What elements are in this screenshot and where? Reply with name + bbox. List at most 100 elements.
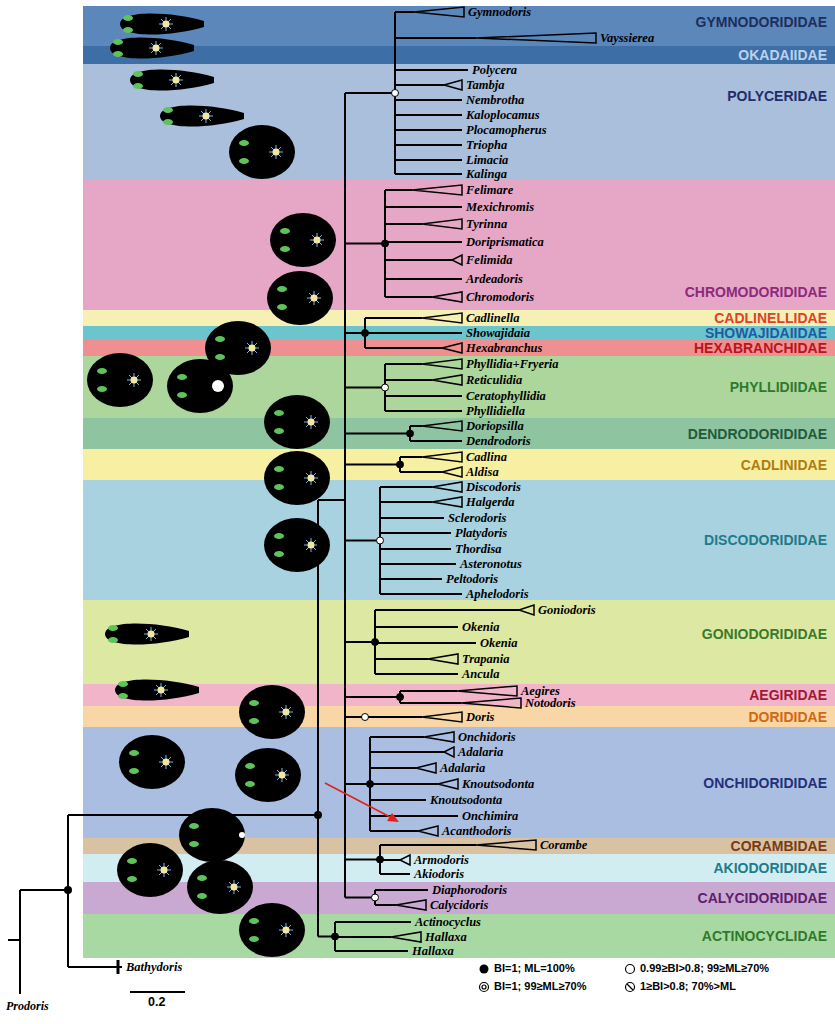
family-name: ACTINOCYCLIDAE (702, 929, 827, 943)
tree-branch (20, 889, 68, 891)
tree-branch (370, 783, 438, 785)
family-name: DORIDIDAE (748, 710, 827, 724)
tree-branch (344, 93, 346, 898)
rhinophore (239, 140, 249, 146)
genus-name: Knoutsodonta (430, 793, 502, 807)
genus-name: Doriopsilla (466, 419, 524, 433)
rhinophore (280, 228, 290, 234)
rhinophore (133, 71, 143, 77)
tree-branch (335, 950, 408, 952)
genus-name: Onchidoris (458, 730, 516, 744)
collapsed-clade (422, 452, 462, 462)
tree-branch (370, 751, 444, 753)
tree-branch (375, 658, 428, 660)
slug-silhouette (239, 685, 305, 739)
genus-name: Okenia (462, 620, 500, 634)
genus-name: Felimida (466, 253, 513, 267)
genus-name: Sclerodoris (448, 511, 506, 525)
rhinophore (127, 858, 137, 864)
tree-branch (345, 92, 395, 94)
genus-name: Felimare (466, 183, 513, 197)
slug-silhouette (115, 679, 199, 700)
rhinophore (274, 410, 284, 416)
slug-silhouette (179, 808, 245, 862)
support-symbol (397, 694, 404, 701)
family-name: GYMNODORIDIDAE (696, 15, 827, 29)
rhinophore (113, 51, 123, 57)
rhinophore (123, 27, 133, 33)
slug-silhouette (264, 395, 330, 449)
slug-silhouette (120, 13, 204, 34)
family-band: CADLINIDAE (83, 449, 835, 480)
slug-silhouette (87, 353, 153, 407)
gill-centre (283, 709, 290, 716)
tree-branch (375, 642, 476, 644)
tree-branch (395, 11, 414, 13)
gill-centre (231, 884, 238, 891)
collapsed-clade (442, 467, 462, 477)
pointer-arrowhead (387, 813, 399, 822)
tree-branch (395, 144, 462, 146)
rhinophore (274, 466, 284, 472)
outgroup-name: Prodoris (6, 999, 49, 1013)
tree-branch (385, 259, 452, 261)
tree-branch (375, 904, 396, 906)
genus-name: Cadlinella (466, 311, 519, 325)
tree-branch (385, 410, 462, 412)
rhinophore (177, 392, 187, 398)
slug-silhouette (187, 860, 253, 914)
genus-name: Calycidoris (430, 898, 488, 912)
rhinophore (245, 763, 255, 769)
tree-branch (345, 897, 375, 899)
tree-branch (400, 471, 442, 473)
tree-branch (317, 500, 319, 937)
collapsed-clade (422, 712, 462, 722)
collapsed-clade (416, 763, 436, 773)
tree-branch (395, 99, 462, 101)
tree-branch (385, 395, 462, 397)
family-name: OKADAIIDAE (738, 48, 827, 62)
family-band: OKADAIIDAE (83, 46, 835, 64)
genus-name: Kalinga (466, 167, 507, 181)
tree-branch (385, 206, 462, 208)
genus-name: Limacia (466, 153, 508, 167)
family-name: PHYLLIDIIDAE (730, 380, 827, 394)
family-name: DENDRODORIDIDAE (688, 427, 827, 441)
tree-branch (345, 641, 375, 643)
genus-name: Hallaxa (425, 930, 467, 944)
rhinophore (108, 637, 118, 643)
tree-branch (375, 889, 428, 891)
family-name: CHROMODORIDIDAE (685, 285, 827, 299)
rhinophore (277, 304, 287, 310)
slug-silhouette (110, 37, 194, 58)
tree-branch (400, 690, 457, 692)
family-name: SHOWAJIDAIIDAE (705, 326, 827, 340)
family-name: CORAMBIDAE (731, 839, 827, 853)
gill-centre (173, 77, 180, 84)
slug-silhouette (130, 69, 214, 90)
rhinophore (123, 15, 133, 21)
legend-symbol (627, 984, 633, 990)
tree-branch (345, 540, 380, 542)
tree-branch (375, 673, 458, 675)
tree-branch (19, 890, 21, 994)
tree-branch (395, 159, 462, 161)
rhinophore (163, 119, 173, 125)
genus-name: Plocamopherus (466, 123, 547, 137)
tree-branch (335, 921, 411, 923)
family-name: DISCODORIDIDAE (704, 533, 827, 547)
support-symbol (372, 639, 379, 646)
tree-branch (365, 317, 422, 319)
family-name: CADLINIDAE (741, 458, 827, 472)
gill-centre (314, 237, 321, 244)
tree-branch (380, 517, 444, 519)
genus-name: Gymnodoris (468, 5, 531, 19)
collapsed-clade (461, 698, 521, 708)
rhinophore (215, 354, 225, 360)
legend-symbol (480, 965, 489, 974)
rhinophore (118, 681, 128, 687)
genus-name: Polycera (472, 63, 517, 77)
genus-name: Nembrotha (466, 93, 524, 107)
tree-branch (318, 936, 335, 938)
rhinophore (239, 158, 249, 164)
